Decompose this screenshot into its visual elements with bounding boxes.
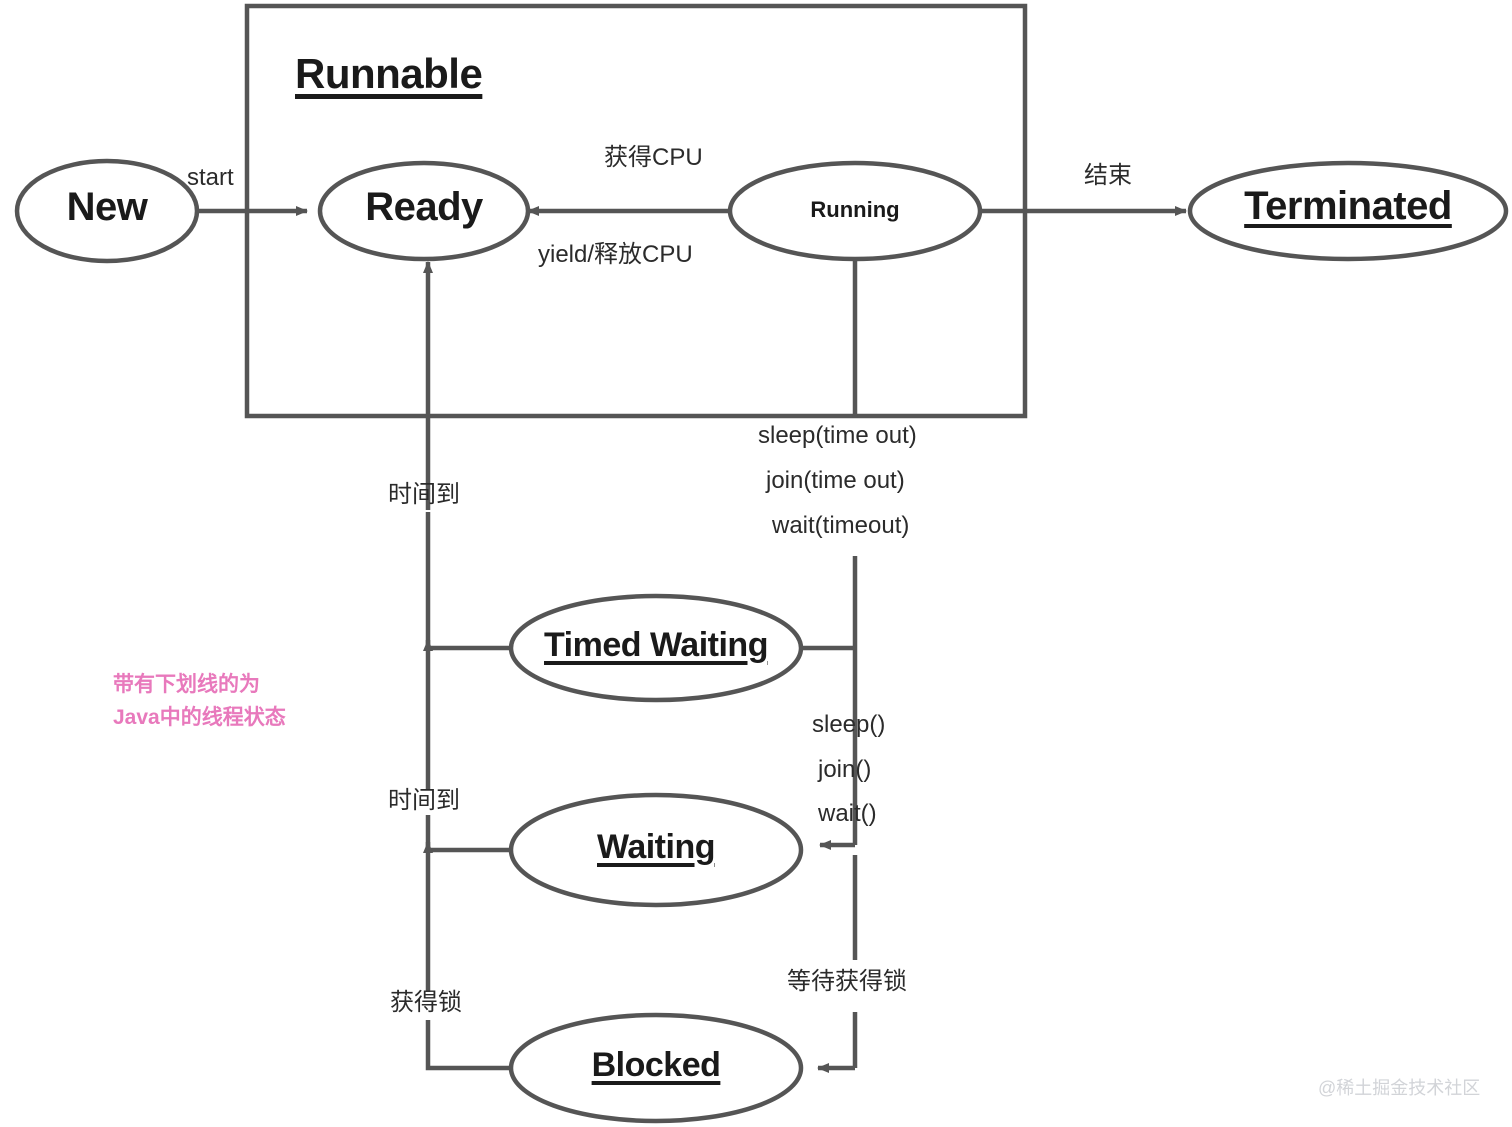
edge-label-time-up-upper: 时间到 (388, 481, 460, 508)
node-terminated-shape (1187, 160, 1509, 262)
edge-label-join-timeout: join(time out) (766, 467, 905, 494)
legend-note-line2: Java中的线程状态 (113, 705, 286, 729)
edge-label-sleep: sleep() (812, 711, 886, 738)
edge-label-time-up-lower: 时间到 (388, 787, 460, 814)
legend-note: 带有下划线的为 Java中的线程状态 (113, 669, 286, 734)
edge-label-waiting-for-lock: 等待获得锁 (787, 968, 907, 995)
node-timed-waiting-shape (508, 593, 804, 703)
edge-label-sleep-timeout: sleep(time out) (758, 422, 917, 449)
edge-label-wait-timeout: wait(timeout) (772, 512, 910, 539)
node-waiting-shape (508, 792, 804, 908)
edge-label-acquire-lock: 获得锁 (390, 989, 462, 1016)
edge-label-wait: wait() (818, 800, 877, 827)
edge-label-start: start (187, 164, 234, 191)
node-running-shape (727, 160, 983, 262)
node-new-shape (14, 158, 200, 264)
edge-label-join: join() (818, 756, 872, 783)
node-blocked-shape (508, 1012, 804, 1124)
edge-label-get-cpu: 获得CPU (604, 144, 703, 171)
node-ready-shape (317, 160, 531, 262)
edge-label-yield-cpu: yield/释放CPU (538, 241, 693, 268)
legend-note-line1: 带有下划线的为 (113, 673, 260, 696)
edge-blocked-left-elbow (425, 1020, 512, 1071)
watermark: @稀土掘金技术社区 (1318, 1078, 1481, 1098)
edge-label-finish: 结束 (1084, 162, 1132, 189)
runnable-group-title: Runnable (295, 50, 483, 97)
